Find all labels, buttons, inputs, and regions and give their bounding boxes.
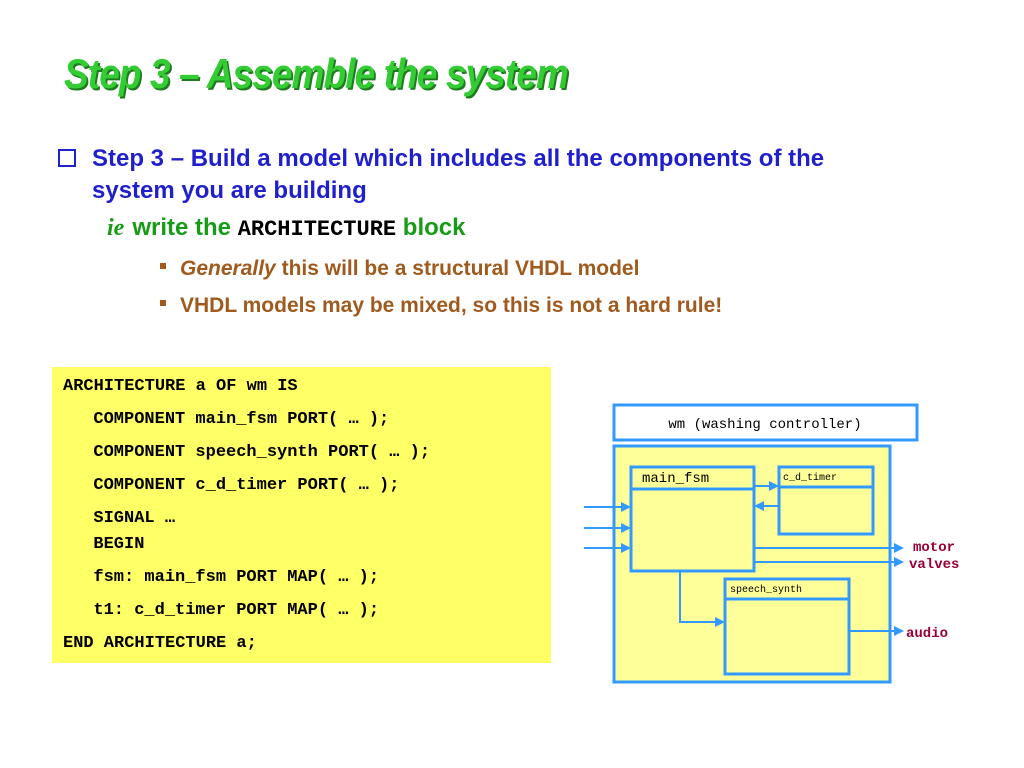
speech-synth-box: [723, 577, 851, 676]
code-line: COMPONENT main_fsm PORT( … );: [73, 410, 390, 429]
code-line: SIGNAL …: [73, 509, 176, 528]
square-bullet-icon: [160, 300, 166, 307]
main-fsm-box: [629, 465, 756, 573]
code-line: END ARCHITECTURE a;: [63, 634, 257, 653]
main-bullet-text: Step 3 – Build a model which includes al…: [92, 145, 825, 204]
write-the-text: write the: [132, 214, 232, 241]
sub-bullet-1-emphasis: Generally: [180, 257, 276, 280]
sub-bullet-1: Generally this will be a structural VHDL…: [160, 257, 639, 281]
code-line: COMPONENT speech_synth PORT( … );: [73, 443, 431, 462]
motor-label: motor: [913, 540, 955, 556]
valves-label: valves: [909, 557, 959, 573]
code-line: BEGIN: [73, 535, 145, 554]
code-block: ARCHITECTURE a OF wm IS COMPONENT main_f…: [52, 367, 551, 663]
code-line: COMPONENT c_d_timer PORT( … );: [73, 476, 400, 495]
architecture-keyword: ARCHITECTURE: [237, 217, 397, 242]
code-line: t1: c_d_timer PORT MAP( … );: [73, 601, 380, 620]
checkbox-bullet-icon: [58, 149, 76, 167]
code-line: fsm: main_fsm PORT MAP( … );: [73, 568, 380, 587]
sub-bullet-1-text: this will be a structural VHDL model: [281, 257, 640, 280]
c-d-timer-label: c_d_timer: [783, 472, 837, 484]
sub-bullet-2-text: VHDL models may be mixed, so this is not…: [180, 294, 723, 317]
fsm-to-speech-arrow: [679, 571, 725, 627]
slide-title: Step 3 – Assemble the system: [64, 50, 569, 97]
main-fsm-label: main_fsm: [642, 471, 709, 487]
code-line: ARCHITECTURE a OF wm IS: [63, 377, 298, 396]
wm-header-label: wm (washing controller): [668, 417, 861, 433]
speech-synth-label: speech_synth: [730, 584, 802, 596]
c-d-timer-box: [777, 465, 875, 536]
audio-label: audio: [906, 626, 948, 642]
square-bullet-icon: [160, 263, 166, 270]
wm-body-box: [612, 444, 892, 684]
sub-bullet-2: VHDL models may be mixed, so this is not…: [160, 294, 722, 318]
block-text: block: [402, 214, 466, 241]
ie-label: ie: [107, 215, 125, 241]
wm-header-box: [612, 403, 919, 442]
ie-line: ie write the ARCHITECTURE block: [107, 214, 465, 242]
